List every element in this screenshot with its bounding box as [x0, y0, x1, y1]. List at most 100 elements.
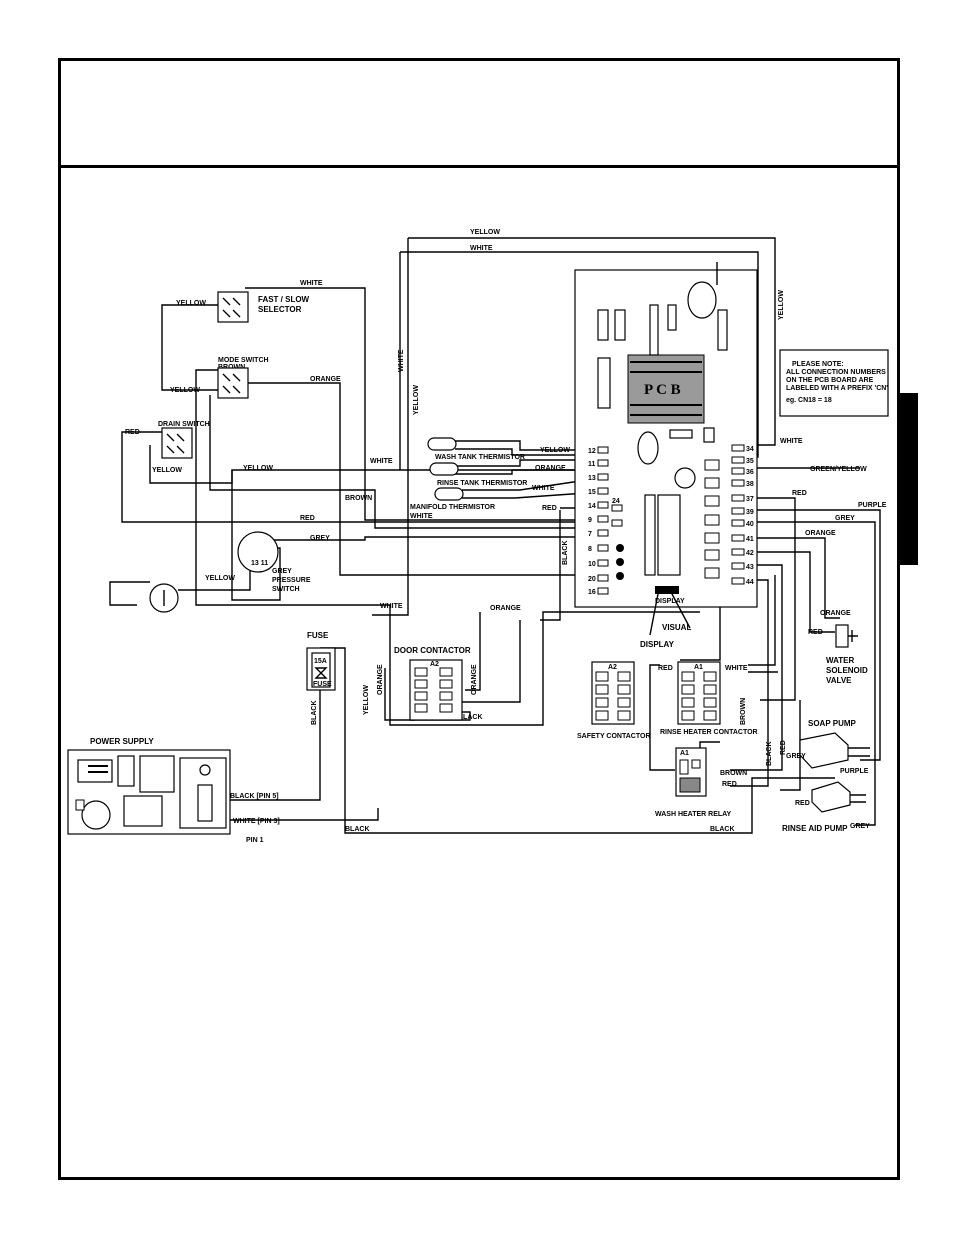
visual-label: VISUAL: [662, 623, 691, 632]
relay-contact-a1: A1: [680, 750, 689, 757]
white-pin3-label: WHITE [PIN 3]: [233, 818, 280, 825]
pin-label: 10: [588, 561, 596, 568]
door-contact-a2: A2: [430, 661, 439, 668]
rinse-contact-a1: A1: [694, 664, 703, 671]
pressure-label-2: SWITCH: [272, 586, 300, 593]
wire-label-green-yellow: GREEN/YELLOW: [810, 466, 867, 473]
pin-label: 8: [588, 546, 592, 553]
wire-label-grey-low: GREY: [310, 535, 330, 542]
note-line-1: PLEASE NOTE:: [792, 361, 844, 368]
mode-switch-label: MODE SWITCH: [218, 357, 269, 364]
wire-label-yellow-therm: YELLOW: [540, 447, 570, 454]
pin-label: 42: [746, 550, 754, 557]
page-frame: [58, 58, 900, 1180]
pin-label: 7: [588, 531, 592, 538]
soap-pump: SOAP PUMP PURPLE GREY: [786, 719, 870, 775]
note-box: PLEASE NOTE: ALL CONNECTION NUMBERS ON T…: [779, 349, 889, 417]
pin-label: 35: [746, 458, 754, 465]
pin-label: 16: [588, 589, 596, 596]
rinse-tank-thermistor-label: RINSE TANK THERMISTOR: [437, 480, 527, 487]
wire-label-white-right: WHITE: [780, 438, 803, 445]
wire-label-red-valve: RED: [808, 629, 823, 636]
wire-label-white-therm: WHITE: [532, 485, 555, 492]
wash-heater-relay-label: WASH HEATER RELAY: [655, 811, 732, 818]
wire-label-red-low: RED: [300, 515, 315, 522]
pcb-display-port-label: DISPLAY: [655, 598, 685, 605]
pin-label: 38: [746, 481, 754, 488]
wire-label-white-bottom: WHITE: [380, 603, 403, 610]
pcb-pins-left: [597, 446, 624, 595]
wire-label-white-top: WHITE: [470, 245, 493, 252]
pin-label: 12: [588, 448, 596, 455]
power-supply-label: POWER SUPPLY: [90, 737, 154, 746]
header-divider: [58, 165, 897, 168]
rinse-aid-pump-label: RINSE AID PUMP: [782, 824, 848, 833]
pin-label: 41: [746, 536, 754, 543]
water-solenoid-label-1: WATER: [826, 656, 855, 665]
motor-circle: [149, 583, 179, 613]
pin-label: 40: [746, 521, 754, 528]
note-line-4: LABELED WITH A PREFIX 'CN': [786, 385, 888, 392]
pin-label: 20: [588, 576, 596, 583]
safety-contact-a2: A2: [608, 664, 617, 671]
wire-label-black-right-vertical: BLACK: [766, 742, 773, 767]
drain-switch-label: DRAIN SWITCH: [158, 421, 210, 428]
wash-tank-thermistor-label: WASH TANK THERMISTOR: [435, 454, 525, 461]
side-tab: [898, 393, 918, 565]
wire-label-brown-vertical: BROWN: [740, 698, 747, 725]
fuse: FUSE 15A FUSE: [306, 631, 336, 691]
rinse-heater-contactor-label: RINSE HEATER CONTACTOR: [660, 729, 758, 736]
wire-label-yellow-drain: YELLOW: [152, 467, 182, 474]
wire-label-red-rinse: RED: [795, 800, 810, 807]
display-label: DISPLAY: [640, 640, 675, 649]
black-pin5-label: BLACK [PIN 5]: [230, 793, 279, 800]
wire-label-yellow-pressure: YELLOW: [205, 575, 235, 582]
wash-heater-relay: A1 WASH HEATER RELAY: [655, 747, 732, 818]
rinse-heater-contactor: A1 RINSE HEATER CONTACTOR: [660, 661, 758, 736]
pcb-pins-right: [704, 444, 745, 585]
wire-label-red-pcb: RED: [542, 505, 557, 512]
fast-slow-selector: FAST / SLOW SELECTOR: [217, 291, 310, 323]
wire-label-white-low: WHITE: [410, 513, 433, 520]
fuse-top-label: 15A: [314, 658, 327, 665]
pin-label: 43: [746, 564, 754, 571]
wire-label-yellow-door-left: YELLOW: [363, 685, 370, 715]
pin-label: 36: [746, 469, 754, 476]
wire-label-yellow-loop: YELLOW: [170, 387, 200, 394]
pin-labels-right: 34 35 36 38 37 39 40 41 42 43 44: [746, 446, 754, 586]
door-contactor-label: DOOR CONTACTOR: [394, 646, 471, 655]
pin-label: 15: [588, 489, 596, 496]
note-line-3: ON THE PCB BOARD ARE: [786, 377, 874, 384]
wire-label-red-contactor: RED: [658, 665, 673, 672]
wire-label-black-bottom: BLACK: [345, 826, 370, 833]
wire-label-white-contactor: WHITE: [725, 665, 748, 672]
pin-labels-left: 12 11 13 15 14 24 9 7 8 10 20 16: [588, 448, 620, 596]
pin-label: 9: [588, 517, 592, 524]
display-connection: VISUAL DISPLAY: [640, 593, 691, 649]
rinse-aid-pump: RINSE AID PUMP: [782, 781, 866, 833]
pin-label: 39: [746, 509, 754, 516]
water-solenoid-label-2: SOLENOID: [826, 666, 868, 675]
wire-label-purple: PURPLE: [858, 502, 887, 509]
note-line-2: ALL CONNECTION NUMBERS: [786, 369, 886, 376]
wire-label-yellow-right-vertical: YELLOW: [778, 290, 785, 320]
door-contactor: DOOR CONTACTOR A2: [394, 646, 471, 721]
selector-label: SELECTOR: [258, 305, 302, 314]
drain-switch: DRAIN SWITCH: [158, 421, 210, 459]
safety-contactor: A2 SAFETY CONTACTOR: [577, 661, 651, 740]
pcb-label: P C B: [644, 382, 681, 398]
wire-label-white-selector: WHITE: [300, 280, 323, 287]
pin1-label: PIN 1: [246, 837, 264, 844]
pin-label: 24: [612, 498, 620, 505]
fast-slow-label: FAST / SLOW: [258, 295, 310, 304]
wire-label-black-bottom-right: BLACK: [710, 826, 735, 833]
wire-label-brown-mid: BROWN: [345, 495, 372, 502]
wire-label-yellow-selector: YELLOW: [176, 300, 206, 307]
pressure-grey-label: GREY: [272, 568, 292, 575]
wire-label-yellow-mid: YELLOW: [243, 465, 273, 472]
wire-label-yellow-top: YELLOW: [470, 229, 500, 236]
wire-label-black-door: BLACK: [458, 714, 483, 721]
wire-label-yellow-vertical: YELLOW: [413, 385, 420, 415]
wire-label-red-right: RED: [792, 490, 807, 497]
